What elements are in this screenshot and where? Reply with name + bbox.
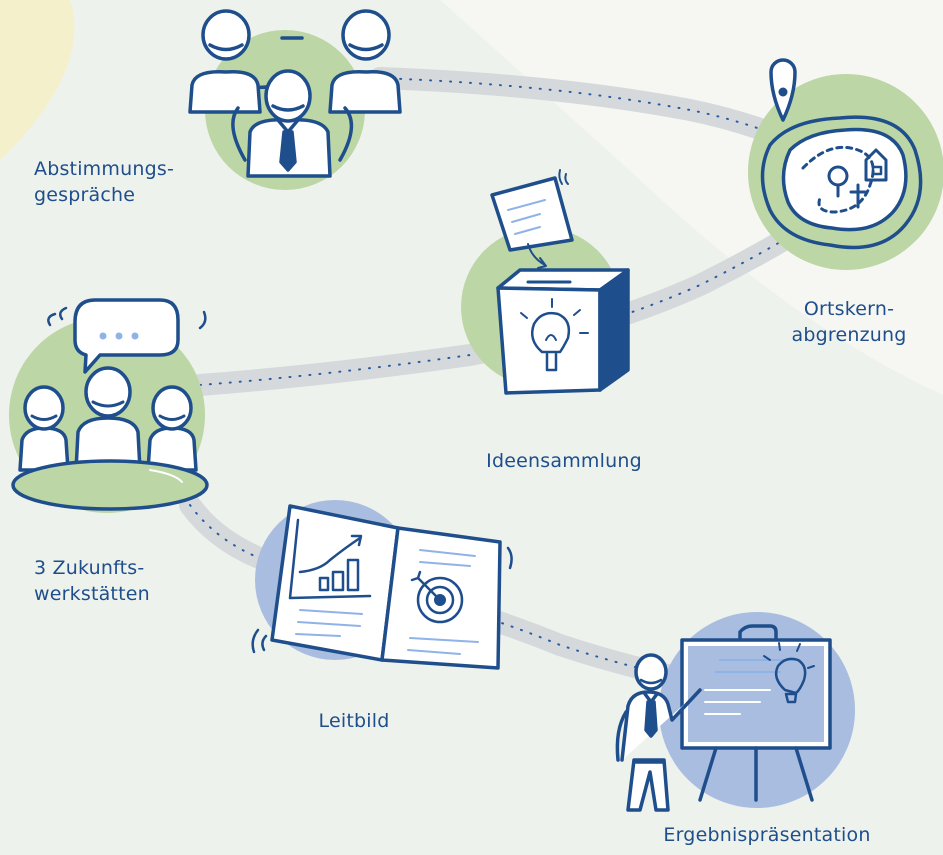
label-line: 3 Zukunfts- <box>34 557 145 579</box>
label-line: werkstätten <box>34 583 150 605</box>
label-line: Ergebnispräsentation <box>663 824 871 846</box>
workshop-group-icon <box>11 298 209 511</box>
label-ergebnis: Ergebnispräsentation <box>663 822 870 848</box>
label-line: Leitbild <box>318 710 390 732</box>
label-ortskern: Ortskern- abgrenzung <box>791 296 906 348</box>
stage-zukunft <box>9 298 209 513</box>
stage-leitbild <box>251 500 513 670</box>
label-abstimmung: Abstimmungs- gespräche <box>34 156 174 208</box>
stage-ortskern <box>748 58 943 270</box>
label-line: Ideensammlung <box>486 450 642 472</box>
stage-ideen <box>461 169 630 395</box>
label-line: abgrenzung <box>791 324 907 346</box>
label-zukunft: 3 Zukunfts- werkstätten <box>34 555 150 607</box>
presenter-board-icon <box>615 624 832 812</box>
people-meeting-icon <box>188 9 402 178</box>
stage-ergebnis <box>615 612 855 812</box>
label-line: gespräche <box>34 184 136 206</box>
label-line: Abstimmungs- <box>34 158 175 180</box>
label-ideen: Ideensammlung <box>486 448 642 474</box>
label-leitbild: Leitbild <box>319 708 390 734</box>
idea-box-icon <box>490 169 630 395</box>
open-book-icon <box>251 504 513 670</box>
map-pin-icon <box>769 58 797 122</box>
stage-abstimmung <box>188 9 402 190</box>
map-icon <box>760 115 923 250</box>
label-line: Ortskern- <box>803 298 895 320</box>
